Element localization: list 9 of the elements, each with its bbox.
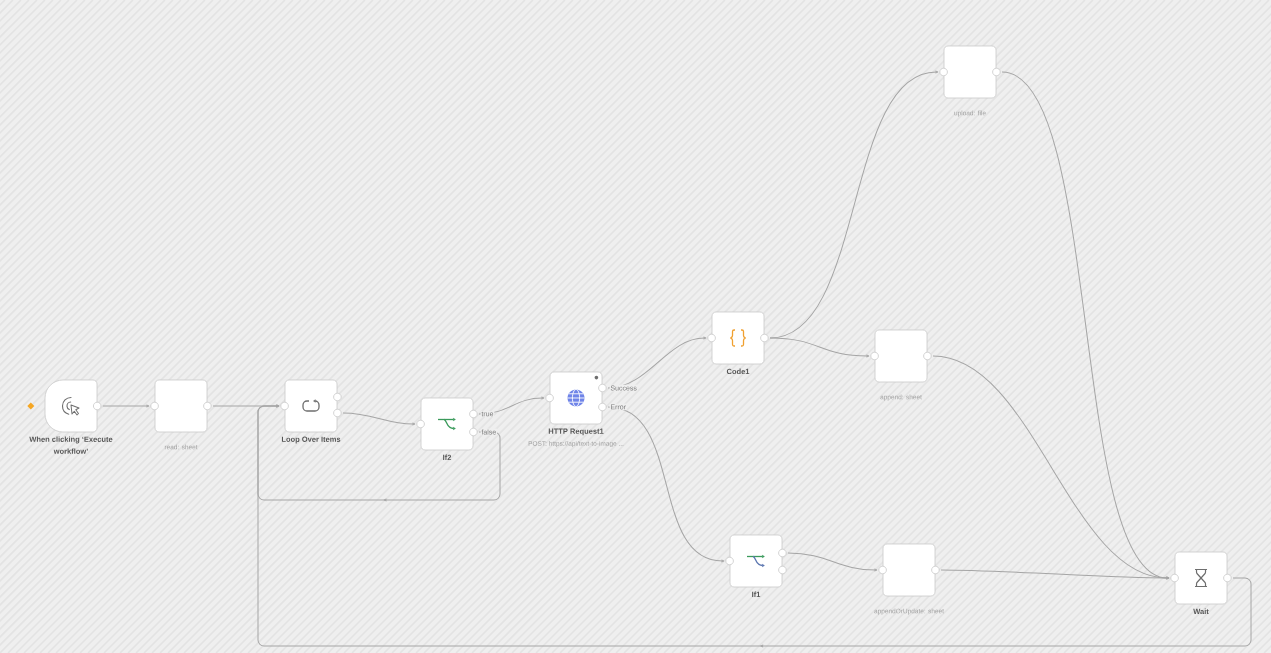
connector-arrow [257,404,1252,648]
connector-arrow [607,336,707,389]
connector-arrow [787,552,878,572]
connector-arrow [769,337,870,358]
connector-arrow [478,396,545,415]
connector-arrow [342,412,416,426]
connector-arrow [607,406,725,563]
connector-arrow [940,569,1170,580]
connector-arrow [102,404,150,408]
